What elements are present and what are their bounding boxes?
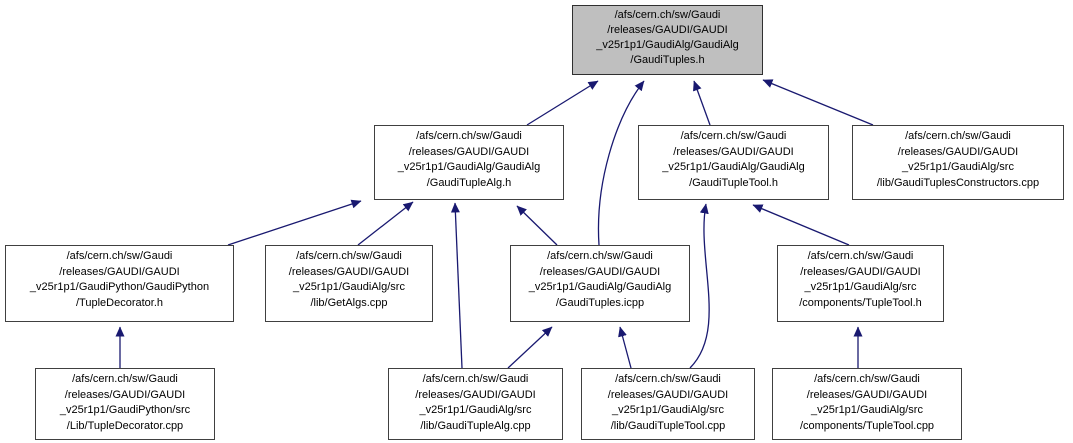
node-label-line: /afs/cern.ch/sw/Gaudi — [680, 130, 787, 142]
edge-gauditupletool-h-to-gaudituples-h — [693, 80, 711, 126]
node-label-line: /releases/GAUDI/GAUDI — [64, 388, 186, 401]
node-label-line: _v25r1p1/GaudiAlg/GaudiAlg — [528, 281, 672, 293]
node-label-line: /releases/GAUDI/GAUDI — [897, 145, 1019, 158]
node-label-line: /releases/GAUDI/GAUDI — [607, 24, 728, 36]
node-label-line: /releases/GAUDI/GAUDI — [408, 145, 530, 158]
edge-gaudituples-icpp-to-gaudituples-h — [597, 80, 645, 246]
node-label-line: /afs/cern.ch/sw/Gaudi — [296, 250, 402, 262]
node-gaudituplealg-cpp[interactable]: /afs/cern.ch/sw/Gaudi /releases/GAUDI/GA… — [388, 368, 563, 440]
node-label-line: /lib/GaudiTuplesConstructors.cpp — [876, 176, 1040, 189]
node-label-line: /afs/cern.ch/sw/Gaudi — [614, 9, 721, 21]
node-label-line: /afs/cern.ch/sw/Gaudi — [807, 250, 914, 262]
node-label-line: /components/TupleTool.cpp — [799, 419, 935, 432]
node-gaudituplesconstructors-cpp[interactable]: /afs/cern.ch/sw/Gaudi /releases/GAUDI/GA… — [852, 125, 1064, 200]
node-gauditupletool-h[interactable]: /afs/cern.ch/sw/Gaudi /releases/GAUDI/GA… — [638, 125, 829, 200]
edge-gaudituplealg-h-to-gaudituples-h — [526, 80, 599, 126]
node-label-line: /afs/cern.ch/sw/Gaudi — [547, 250, 653, 262]
node-label-line: _v25r1p1/GaudiAlg/src — [902, 161, 1014, 173]
node-label-line: /Lib/TupleDecorator.cpp — [66, 419, 184, 432]
node-label-line: /afs/cern.ch/sw/Gaudi — [905, 130, 1011, 142]
node-label-line: _v25r1p1/GaudiAlg/src — [419, 404, 532, 416]
edge-constructors-to-gaudituples-h — [762, 79, 874, 126]
edge-gauditupletool-cpp-to-gaudituples-icpp — [618, 326, 632, 369]
node-tupledecorator-cpp[interactable]: /afs/cern.ch/sw/Gaudi /releases/GAUDI/GA… — [35, 368, 215, 440]
node-label-line: /releases/GAUDI/GAUDI — [607, 388, 729, 401]
node-label-line: /afs/cern.ch/sw/Gaudi — [422, 373, 529, 385]
node-tupledecorator-h[interactable]: /afs/cern.ch/sw/Gaudi /releases/GAUDI/GA… — [5, 245, 234, 322]
node-label-line: /afs/cern.ch/sw/Gaudi — [615, 373, 721, 385]
node-label-line: /releases/GAUDI/GAUDI — [288, 265, 410, 278]
node-label-line: /releases/GAUDI/GAUDI — [673, 145, 794, 158]
node-label-line: _v25r1p1/GaudiAlg/GaudiAlg — [397, 161, 541, 173]
node-label-line: _v25r1p1/GaudiAlg/GaudiAlg — [662, 161, 805, 173]
edge-gauditupletool-cpp-to-gauditupletool-h — [689, 203, 710, 369]
node-label-line: /lib/GaudiTupleTool.cpp — [610, 419, 726, 432]
node-getalgs-cpp[interactable]: /afs/cern.ch/sw/Gaudi /releases/GAUDI/GA… — [265, 245, 433, 322]
node-label-line: /GaudiTuples.icpp — [555, 296, 645, 309]
node-label-line: _v25r1p1/GaudiAlg/src — [804, 281, 917, 293]
node-label-line: /afs/cern.ch/sw/Gaudi — [66, 250, 173, 262]
node-gauditupletool-cpp[interactable]: /afs/cern.ch/sw/Gaudi /releases/GAUDI/GA… — [581, 368, 755, 440]
node-gaudituples-h[interactable]: /afs/cern.ch/sw/Gaudi /releases/GAUDI/GA… — [572, 5, 763, 75]
node-label-line: /GaudiTupleTool.h — [689, 176, 778, 189]
node-label-line: /releases/GAUDI/GAUDI — [800, 265, 921, 278]
node-gaudituples-icpp[interactable]: /afs/cern.ch/sw/Gaudi /releases/GAUDI/GA… — [510, 245, 690, 322]
node-gaudituplealg-h[interactable]: /afs/cern.ch/sw/Gaudi /releases/GAUDI/GA… — [374, 125, 564, 200]
node-label-line: _v25r1p1/GaudiAlg/src — [612, 404, 724, 416]
node-label-line: _v25r1p1/GaudiAlg/src — [811, 404, 923, 416]
node-label-line: /releases/GAUDI/GAUDI — [59, 265, 180, 278]
node-label-line: /lib/GaudiTupleAlg.cpp — [420, 419, 531, 432]
node-label-line: _v25r1p1/GaudiAlg/GaudiAlg — [596, 39, 739, 51]
node-label-line: /GaudiTupleAlg.h — [426, 176, 512, 189]
node-label-line: /releases/GAUDI/GAUDI — [539, 265, 661, 278]
node-label-line: _v25r1p1/GaudiPython/src — [59, 404, 191, 416]
node-label-line: /GaudiTuples.h — [630, 54, 705, 66]
edge-gaudituplealg-cpp-to-gaudituples-icpp — [507, 326, 553, 369]
node-tupletool-h[interactable]: /afs/cern.ch/sw/Gaudi /releases/GAUDI/GA… — [777, 245, 944, 322]
edge-getalgs-to-gaudituplealg-h — [357, 201, 414, 246]
node-tupletool-cpp[interactable]: /afs/cern.ch/sw/Gaudi /releases/GAUDI/GA… — [772, 368, 962, 440]
node-label-line: /releases/GAUDI/GAUDI — [415, 388, 536, 401]
node-label-line: _v25r1p1/GaudiPython/GaudiPython — [29, 281, 210, 293]
node-label-line: /afs/cern.ch/sw/Gaudi — [72, 373, 178, 385]
node-label-line: /lib/GetAlgs.cpp — [310, 296, 388, 309]
edge-tupletool-h-to-gauditupletool-h — [752, 204, 850, 246]
node-label-line: /releases/GAUDI/GAUDI — [806, 388, 928, 401]
edge-tupledecorator-h-to-gaudituplealg-h — [227, 199, 362, 246]
edge-gaudituples-icpp-to-gaudituplealg-h — [516, 205, 558, 246]
node-label-line: _v25r1p1/GaudiAlg/src — [293, 281, 405, 293]
node-label-line: /TupleDecorator.h — [75, 296, 164, 309]
node-label-line: /afs/cern.ch/sw/Gaudi — [416, 130, 522, 142]
node-label-line: /afs/cern.ch/sw/Gaudi — [814, 373, 920, 385]
node-label-line: /components/TupleTool.h — [799, 296, 922, 309]
edge-gaudituplealg-cpp-to-gaudituplealg-h — [450, 202, 463, 369]
